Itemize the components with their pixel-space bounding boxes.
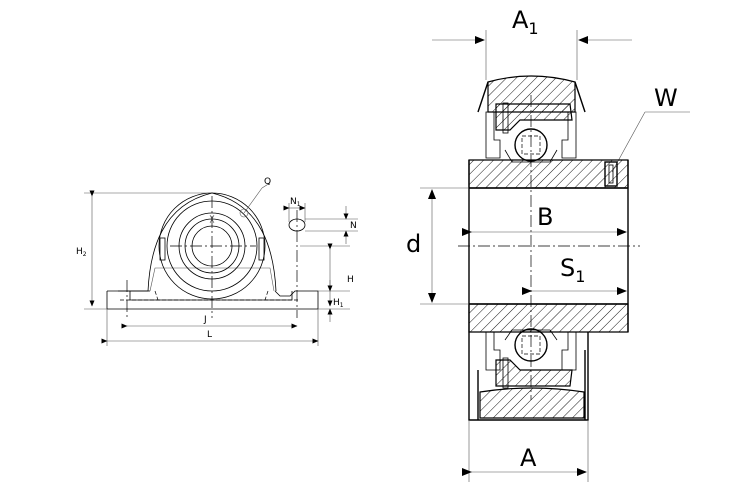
label-H: H	[347, 275, 354, 285]
inner-ring-bottom	[468, 303, 629, 333]
housing-outline	[118, 192, 277, 292]
insert-outer-ring-top	[495, 103, 573, 131]
label-H2: H2	[76, 247, 87, 258]
label-W: W	[654, 84, 678, 112]
front-view: H2 Q N1 N H H1 J L	[76, 177, 358, 346]
insert-outer-ring-bottom	[495, 359, 573, 387]
label-S1: S1	[560, 254, 585, 286]
housing-bottom-section	[479, 387, 585, 419]
label-Q: Q	[264, 177, 271, 187]
label-B: B	[537, 203, 553, 231]
label-A1: A1	[512, 6, 539, 38]
housing-top-section	[487, 75, 576, 113]
label-H1: H1	[333, 298, 344, 309]
label-d: d	[406, 230, 421, 258]
inner-ring-top	[468, 159, 629, 189]
label-L: L	[207, 330, 212, 340]
label-J: J	[203, 315, 207, 325]
set-screw	[604, 161, 618, 187]
base-plate	[106, 290, 319, 310]
label-N: N	[350, 221, 357, 231]
section-view: A1 W	[406, 6, 690, 482]
label-A: A	[520, 444, 537, 472]
label-N1: N1	[290, 197, 301, 208]
